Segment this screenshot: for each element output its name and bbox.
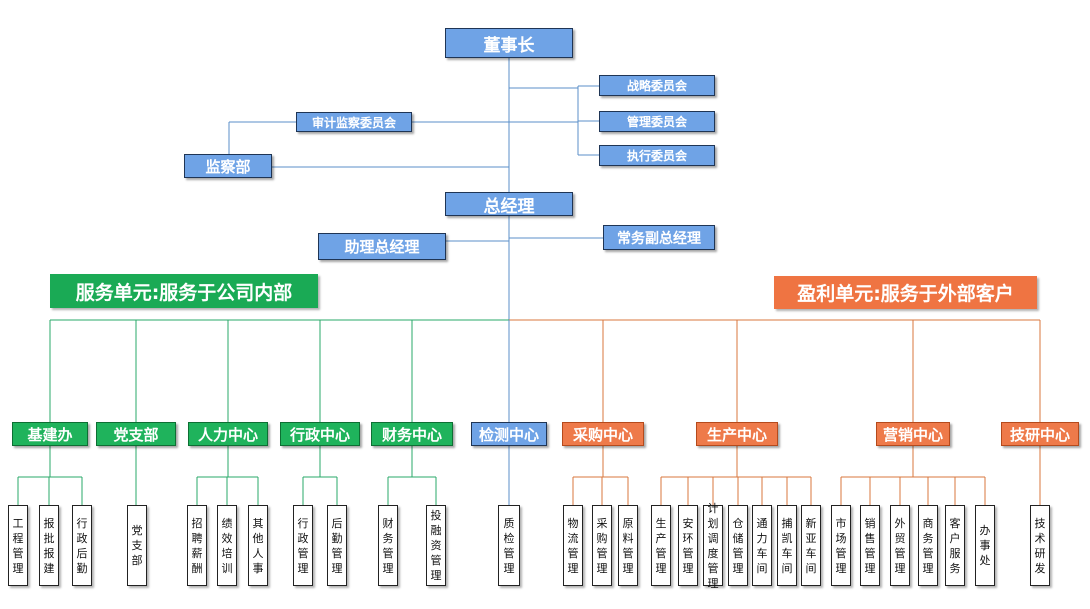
management-committee-box[interactable]: 管理委员会	[599, 111, 715, 132]
leaf-box-0-0[interactable]: 工程管理	[8, 505, 28, 586]
leaf-label: 市场管理	[835, 516, 847, 575]
leaf-box-6-1[interactable]: 采购管理	[592, 505, 612, 586]
leaf-box-4-0[interactable]: 财务管理	[378, 505, 398, 586]
leaf-label: 后勤管理	[331, 516, 343, 575]
profit-unit-banner: 盈利单元:服务于外部客户	[774, 276, 1037, 309]
leaf-label: 招聘薪酬	[191, 516, 203, 575]
leaf-box-7-2[interactable]: 计划调度管理	[703, 502, 723, 590]
general-manager-box[interactable]: 总经理	[445, 192, 573, 217]
leaf-label: 办事处	[979, 524, 991, 567]
leaf-box-9-0[interactable]: 技术研发	[1030, 505, 1050, 586]
executive-vice-gm-box[interactable]: 常务副总经理	[603, 225, 715, 250]
assistant-gm-box[interactable]: 助理总经理	[318, 233, 446, 260]
leaf-label: 原料管理	[622, 516, 634, 575]
leaf-box-8-5[interactable]: 办事处	[975, 505, 995, 586]
leaf-label: 采购管理	[596, 516, 608, 575]
leaf-box-8-0[interactable]: 市场管理	[831, 505, 851, 586]
dept-box-4[interactable]: 财务中心	[371, 422, 453, 446]
dept-box-3[interactable]: 行政中心	[280, 422, 360, 446]
dept-box-6[interactable]: 采购中心	[562, 422, 644, 446]
supervision-dept-box[interactable]: 监察部	[184, 154, 272, 178]
leaf-label: 计划调度管理	[707, 501, 719, 590]
leaf-box-3-1[interactable]: 后勤管理	[327, 505, 347, 586]
dept-box-5[interactable]: 检测中心	[471, 422, 547, 446]
leaf-label: 捕凯车间	[781, 516, 793, 575]
leaf-box-6-0[interactable]: 物流管理	[563, 505, 583, 586]
leaf-label: 技术研发	[1034, 516, 1046, 575]
service-unit-banner: 服务单元:服务于公司内部	[50, 274, 318, 308]
leaf-box-8-1[interactable]: 销售管理	[860, 505, 880, 586]
leaf-label: 安环管理	[682, 516, 694, 575]
leaf-label: 行政管理	[297, 516, 309, 575]
leaf-label: 生产管理	[655, 516, 667, 575]
leaf-box-7-0[interactable]: 生产管理	[651, 505, 671, 586]
audit-committee-box[interactable]: 审计监察委员会	[296, 112, 412, 132]
leaf-label: 物流管理	[567, 516, 579, 575]
chairman-box[interactable]: 董事长	[445, 28, 573, 58]
leaf-label: 通力车间	[756, 516, 768, 575]
leaf-box-7-3[interactable]: 仓储管理	[728, 505, 748, 586]
leaf-label: 质检管理	[503, 516, 515, 575]
leaf-box-2-0[interactable]: 招聘薪酬	[187, 505, 207, 586]
leaf-label: 客户服务	[949, 516, 961, 575]
leaf-box-2-2[interactable]: 其他人事	[248, 505, 268, 586]
leaf-box-3-0[interactable]: 行政管理	[293, 505, 313, 586]
leaf-label: 工程管理	[12, 516, 24, 575]
leaf-box-7-1[interactable]: 安环管理	[678, 505, 698, 586]
leaf-box-7-6[interactable]: 新亚车间	[801, 505, 821, 586]
leaf-label: 投融资管理	[430, 509, 442, 582]
dept-box-2[interactable]: 人力中心	[188, 422, 268, 446]
execution-committee-box[interactable]: 执行委员会	[599, 145, 715, 166]
leaf-label: 商务管理	[922, 516, 934, 575]
leaf-box-0-2[interactable]: 行政后勤	[72, 505, 92, 586]
leaf-label: 其他人事	[252, 516, 264, 575]
dept-box-8[interactable]: 营销中心	[876, 422, 950, 446]
leaf-label: 外贸管理	[894, 516, 906, 575]
leaf-box-7-4[interactable]: 通力车间	[752, 505, 772, 586]
leaf-label: 行政后勤	[76, 516, 88, 575]
leaf-box-6-2[interactable]: 原料管理	[618, 505, 638, 586]
leaf-label: 销售管理	[864, 516, 876, 575]
leaf-box-5-0[interactable]: 质检管理	[498, 505, 520, 586]
leaf-label: 绩效培训	[221, 516, 233, 575]
leaf-box-2-1[interactable]: 绩效培训	[217, 505, 237, 586]
leaf-box-0-1[interactable]: 报批报建	[39, 505, 59, 586]
leaf-box-8-2[interactable]: 外贸管理	[890, 505, 910, 586]
strategy-committee-box[interactable]: 战略委员会	[599, 75, 715, 96]
leaf-box-4-1[interactable]: 投融资管理	[426, 505, 446, 586]
leaf-label: 仓储管理	[732, 516, 744, 575]
leaf-label: 报批报建	[43, 516, 55, 575]
leaf-label: 财务管理	[382, 516, 394, 575]
leaf-box-8-4[interactable]: 客户服务	[945, 505, 965, 586]
leaf-label: 新亚车间	[805, 516, 817, 575]
dept-box-0[interactable]: 基建办	[12, 422, 88, 446]
dept-box-1[interactable]: 党支部	[96, 422, 176, 446]
leaf-box-1-0[interactable]: 党支部	[127, 505, 147, 586]
dept-box-9[interactable]: 技研中心	[1001, 422, 1079, 446]
leaf-box-7-5[interactable]: 捕凯车间	[777, 505, 797, 586]
dept-box-7[interactable]: 生产中心	[696, 422, 778, 446]
leaf-label: 党支部	[131, 524, 143, 567]
leaf-box-8-3[interactable]: 商务管理	[918, 505, 938, 586]
